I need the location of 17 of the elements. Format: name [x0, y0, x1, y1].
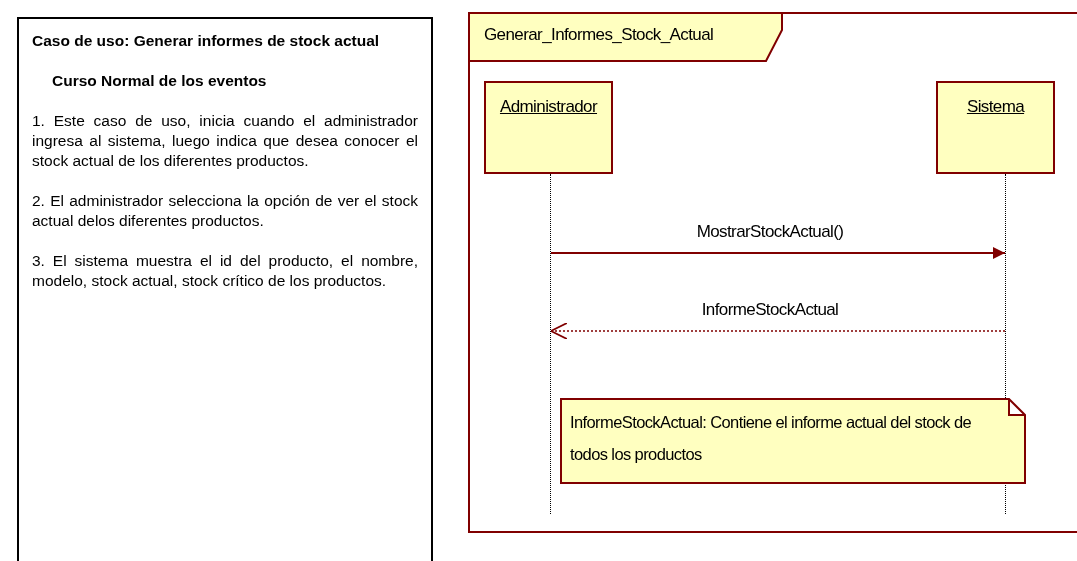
step-paragraph: 2. El administrador selecciona la opción de ver el stock actual delos diferentes productos. [32, 191, 418, 231]
participant-name: Sistema [965, 97, 1026, 117]
lifeline-head-box [936, 81, 1055, 174]
lifeline-head-box [484, 81, 613, 174]
message-arrow [550, 247, 1006, 259]
participant-name: Administrador [498, 97, 599, 117]
step-paragraph: 1. Este caso de uso, inicia cuando el administrador ingresa al sistema, luego indica que desea conocer el stock actual de los diferentes productos. [32, 111, 418, 171]
return-message-arrow [550, 322, 1006, 340]
step-paragraph: 3. El sistema muestra el id del producto, el nombre, modelo, stock actual, stock crítico de los productos. [32, 251, 418, 291]
sequence-frame [468, 12, 1077, 533]
section-heading: Curso Normal de los eventos [51, 71, 268, 91]
lifeline [550, 174, 551, 514]
note-box [560, 398, 1026, 484]
note-text: InformeStockActual: Contiene el informe actual del stock de todos los productos [570, 412, 973, 465]
use-case-title: Caso de uso: Generar informes de stock actual [32, 31, 381, 51]
use-case-text-panel [17, 17, 433, 561]
frame-title: Generar_Informes_Stock_Actual [484, 25, 714, 45]
